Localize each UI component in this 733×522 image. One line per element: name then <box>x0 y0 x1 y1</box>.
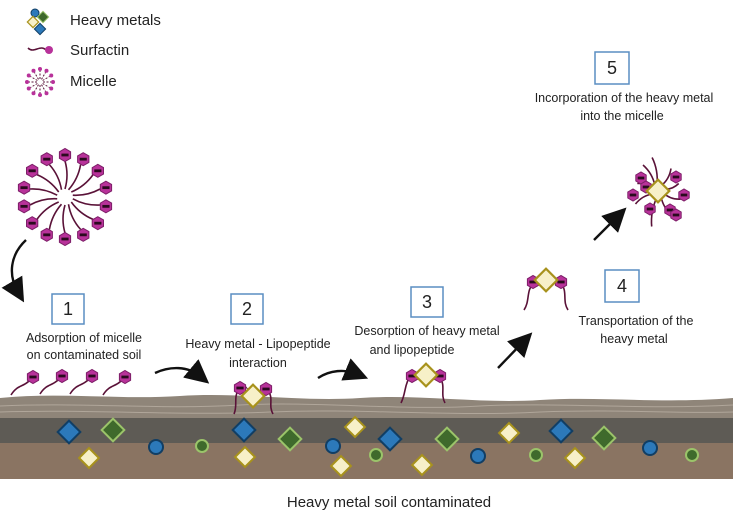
adsorbed-surfactins <box>10 368 132 396</box>
step-1-caption-line-2: on contaminated soil <box>27 348 142 362</box>
step-5-number-box: 5 <box>594 51 630 85</box>
arrow-step2-to-step3 <box>317 358 369 381</box>
surfactin-headgroup <box>58 231 72 247</box>
arrow-step1-to-step2 <box>154 359 210 384</box>
step-2-caption-line-1: Heavy metal - Lipopeptide <box>185 337 330 351</box>
surfactin-headgroup <box>26 163 39 178</box>
metal-green-diamond <box>434 426 460 452</box>
micelle-icon <box>25 67 55 97</box>
surfactin-icon <box>27 46 53 54</box>
metal-green-diamond <box>100 417 126 443</box>
step-4-caption-line-2: heavy metal <box>600 332 667 346</box>
surfactin-headgroup <box>99 199 113 214</box>
metal-yellow-diamond <box>410 453 434 477</box>
metal-yellow-diamond <box>413 362 439 388</box>
step-2-number-box: 2 <box>230 293 264 325</box>
metal-yellow-diamond <box>563 446 587 470</box>
surfactin-headgroup <box>40 152 53 167</box>
step-5-number: 5 <box>607 58 617 78</box>
metal-blue-diamond <box>56 419 82 445</box>
legend-heavy-metals-label: Heavy metals <box>70 12 161 29</box>
step-2-number: 2 <box>242 299 252 319</box>
legend-micelle-label: Micelle <box>70 73 117 90</box>
arrow-step4-to-step5 <box>593 207 627 241</box>
step-2-caption-line-2: interaction <box>229 356 287 370</box>
surfactin-headgroup <box>644 202 656 216</box>
micelle <box>17 147 113 247</box>
metal-blue-diamond <box>548 418 574 444</box>
heavy-metals-icon <box>26 8 50 36</box>
metal-yellow-diamond <box>343 415 367 439</box>
step-3-number-box: 3 <box>410 286 444 318</box>
step-1-number-box: 1 <box>51 293 85 325</box>
surfactin-headgroup <box>678 188 690 202</box>
metal-yellow-diamond <box>233 445 257 469</box>
legend-surfactin-label: Surfactin <box>70 42 129 59</box>
surfactin-headgroup <box>85 368 99 384</box>
metal-blue-diamond <box>231 417 257 443</box>
surfactin-headgroup <box>26 216 39 231</box>
metal-blue-circle <box>148 439 164 455</box>
metal-green-diamond <box>277 426 303 452</box>
surfactin-headgroup <box>259 381 273 397</box>
metal-yellow-diamond <box>497 421 521 445</box>
step-1-number: 1 <box>63 299 73 319</box>
surfactin-headgroup <box>670 170 682 184</box>
desorbed-complex <box>400 362 447 404</box>
surfactin-headgroup <box>91 216 104 231</box>
surfactin-headgroup <box>627 188 639 202</box>
step-5-caption-line-2: into the micelle <box>580 109 663 123</box>
soil-metal-particles <box>56 415 699 478</box>
arrow-micelle-to-soil <box>1 239 27 303</box>
metal-green-circle <box>369 448 383 462</box>
surfactin-headgroup <box>17 199 31 214</box>
surfactin-headgroup <box>670 208 682 222</box>
surfactin-headgroup <box>91 163 104 178</box>
surfactin-headgroup <box>55 368 69 384</box>
surfactin-headgroup <box>118 369 132 385</box>
metal-blue-diamond <box>377 426 403 452</box>
surfactin-headgroup <box>77 227 90 242</box>
metal-yellow-diamond <box>645 178 671 204</box>
surfactin-headgroup <box>26 369 40 385</box>
lipopeptide-metal-complex <box>233 380 274 415</box>
metal-blue-circle <box>470 448 486 464</box>
surfactin-headgroup <box>77 152 90 167</box>
step-4-number-box: 4 <box>604 269 640 303</box>
soil-surface-layer <box>0 395 733 420</box>
metal-yellow-diamond <box>77 446 101 470</box>
metal-blue-circle <box>642 440 658 456</box>
footer-title: Heavy metal soil contaminated <box>287 494 491 511</box>
metal-yellow-diamond <box>240 383 266 409</box>
step-5-caption-line-1: Incorporation of the heavy metal <box>535 91 714 105</box>
step-3-caption-line-1: Desorption of heavy metal <box>354 324 499 338</box>
step-4-caption-line-1: Transportation of the <box>579 314 694 328</box>
metal-yellow-diamond <box>329 454 353 478</box>
soil-crack-lines <box>0 403 733 415</box>
legend: Heavy metals Surfactin Micelle <box>25 8 161 97</box>
process-arrows <box>1 207 627 384</box>
surfactin-headgroup <box>233 380 247 396</box>
metal-blue-circle <box>325 438 341 454</box>
metal-yellow-diamond <box>533 267 559 293</box>
metal-green-circle <box>529 448 543 462</box>
soil-bottom-layer <box>0 443 733 479</box>
surfactin-headgroup <box>58 147 72 163</box>
arrow-step3-to-step4 <box>497 332 533 369</box>
metal-green-diamond <box>591 425 617 451</box>
surfactin-headgroup <box>99 180 113 195</box>
step-1-caption-line-1: Adsorption of micelle <box>26 331 142 345</box>
transported-complex <box>523 267 569 311</box>
metal-green-circle <box>195 439 209 453</box>
surfactin-headgroup <box>17 180 31 195</box>
step-4-number: 4 <box>617 276 627 296</box>
step-3-caption-line-2: and lipopeptide <box>370 343 455 357</box>
step-3-number: 3 <box>422 292 432 312</box>
micelle-with-metal <box>627 157 690 227</box>
surfactin-headgroup <box>40 227 53 242</box>
metal-green-circle <box>685 448 699 462</box>
surfactin-headgroup <box>554 274 568 290</box>
